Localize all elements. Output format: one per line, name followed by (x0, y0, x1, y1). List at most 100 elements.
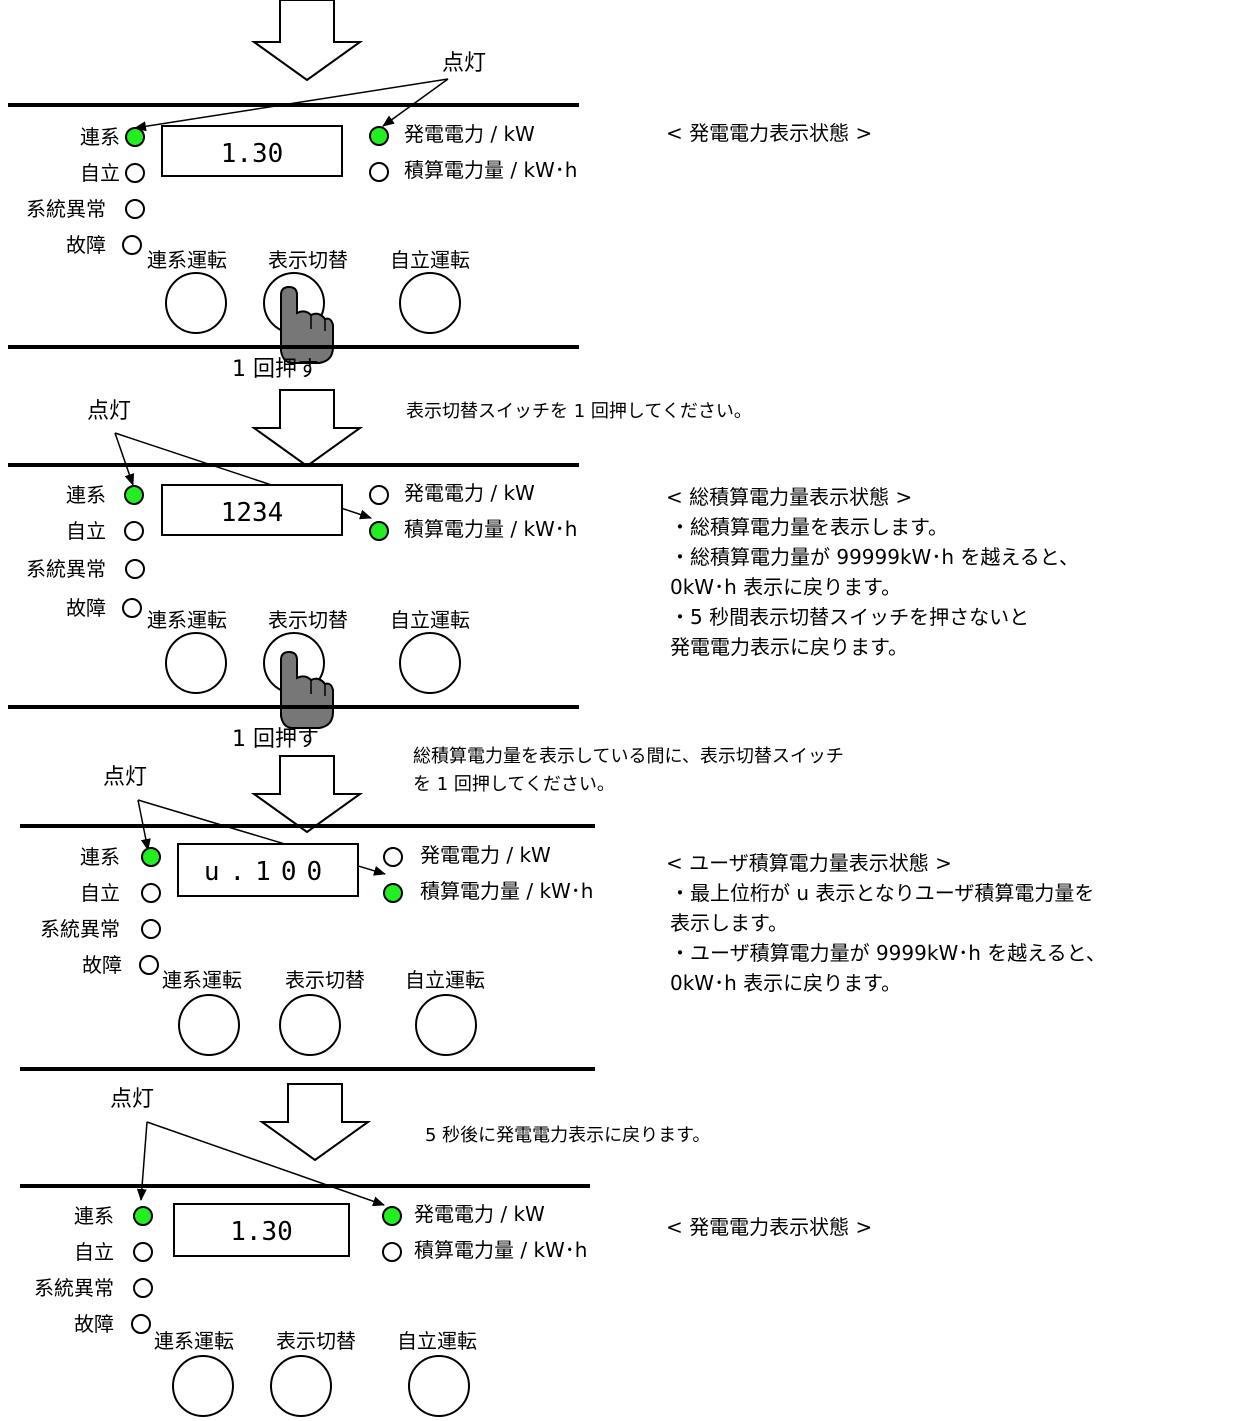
power-label: 発電電力 / kW (404, 481, 535, 505)
fault-label: 故障 (66, 596, 106, 620)
fault-led (122, 598, 142, 618)
lit-label: 点灯 (87, 399, 132, 424)
jiritsu-led (141, 883, 161, 903)
renkei-led (125, 127, 145, 147)
standalone-run-label: 自立運転 (390, 608, 470, 632)
instruction-3: 5 秒後に発電電力表示に戻ります。 (425, 1125, 711, 1146)
jiritsu-led (124, 521, 144, 541)
jiritsu-label: 自立 (80, 881, 120, 905)
display-switch-label: 表示切替 (268, 248, 348, 272)
state-note-1: < 発電電力表示状態 > (666, 121, 873, 145)
display-panel: u.100 (177, 843, 359, 897)
standalone-run-label: 自立運転 (405, 968, 485, 992)
power-label: 発電電力 / kW (414, 1202, 545, 1226)
lit-label: 点灯 (103, 765, 148, 790)
down-arrow-icon (250, 389, 364, 468)
power-led (382, 1206, 402, 1226)
renkei-label: 連系 (66, 483, 106, 507)
lit-label: 点灯 (110, 1087, 155, 1112)
panel-bottom-rule (8, 345, 579, 349)
standalone-run-button[interactable] (399, 272, 461, 334)
down-arrow-icon (250, 0, 364, 82)
power-label: 発電電力 / kW (420, 843, 551, 867)
instruction-1: 表示切替スイッチを 1 回押してください。 (406, 401, 752, 422)
fault-label: 故障 (82, 953, 122, 977)
fault-label: 故障 (74, 1312, 114, 1336)
grid-run-label: 連系運転 (154, 1329, 234, 1353)
grid-fault-led (133, 1278, 153, 1298)
finger-press-icon (280, 285, 334, 364)
fault-label: 故障 (66, 233, 106, 257)
panel-top-rule (20, 1184, 590, 1188)
display-switch-label: 表示切替 (276, 1329, 356, 1353)
grid-fault-label: 系統異常 (34, 1276, 114, 1300)
standalone-run-button[interactable] (415, 994, 477, 1056)
standalone-run-button[interactable] (408, 1355, 470, 1417)
grid-run-label: 連系運転 (147, 608, 227, 632)
display-panel: 1234 (161, 484, 343, 536)
energy-label: 積算電力量 / kW･h (404, 158, 578, 182)
jiritsu-label: 自立 (74, 1240, 114, 1264)
power-led (369, 126, 389, 146)
display-panel: 1.30 (173, 1203, 350, 1257)
jiritsu-led (125, 163, 145, 183)
grid-run-button[interactable] (165, 632, 227, 694)
state-note-2: < 総積算電力量表示状態 > ・総積算電力量を表示します。 ・総積算電力量が 9… (666, 485, 1079, 659)
panel-top-rule (8, 103, 579, 107)
display-switch-button[interactable] (270, 1355, 332, 1417)
energy-label: 積算電力量 / kW･h (404, 517, 578, 541)
power-label: 発電電力 / kW (404, 122, 535, 146)
state-note-4: < 発電電力表示状態 > (666, 1215, 873, 1239)
energy-led (369, 521, 389, 541)
state-note-3: < ユーザ積算電力量表示状態 > ・最上位桁が u 表示となりユーザ積算電力量を… (666, 851, 1106, 995)
standalone-run-label: 自立運転 (397, 1329, 477, 1353)
grid-run-button[interactable] (172, 1355, 234, 1417)
standalone-run-button[interactable] (399, 632, 461, 694)
display-switch-label: 表示切替 (268, 608, 348, 632)
fault-led (122, 235, 142, 255)
down-arrow-icon (258, 1083, 372, 1162)
push-once-label: 1 回押す (232, 727, 319, 752)
renkei-label: 連系 (74, 1204, 114, 1228)
power-led (369, 485, 389, 505)
renkei-label: 連系 (80, 845, 120, 869)
renkei-label: 連系 (80, 125, 120, 149)
display-switch-label: 表示切替 (285, 968, 365, 992)
grid-fault-label: 系統異常 (40, 917, 120, 941)
renkei-led (133, 1206, 153, 1226)
grid-run-label: 連系運転 (162, 968, 242, 992)
jiritsu-label: 自立 (66, 519, 106, 543)
down-arrow-icon (250, 755, 364, 834)
finger-press-icon (280, 650, 334, 729)
renkei-led (124, 485, 144, 505)
panel-top-rule (20, 824, 595, 828)
energy-label: 積算電力量 / kW･h (420, 879, 594, 903)
grid-run-button[interactable] (165, 272, 227, 334)
lit-label: 点灯 (442, 51, 487, 76)
grid-fault-label: 系統異常 (26, 557, 106, 581)
fault-led (131, 1314, 151, 1334)
grid-fault-led (141, 919, 161, 939)
panel-bottom-rule (8, 705, 579, 709)
grid-fault-led (125, 559, 145, 579)
renkei-led (141, 847, 161, 867)
panel-top-rule (8, 463, 579, 467)
energy-led (369, 162, 389, 182)
display-panel: 1.30 (161, 125, 343, 177)
grid-run-button[interactable] (178, 994, 240, 1056)
power-led (383, 847, 403, 867)
jiritsu-led (133, 1242, 153, 1262)
energy-label: 積算電力量 / kW･h (414, 1238, 588, 1262)
energy-led (382, 1242, 402, 1262)
panel-bottom-rule (20, 1067, 595, 1071)
grid-fault-label: 系統異常 (26, 197, 106, 221)
grid-fault-led (125, 199, 145, 219)
jiritsu-label: 自立 (80, 161, 120, 185)
instruction-2: 総積算電力量を表示している間に、表示切替スイッチ を 1 回押してください。 (413, 746, 844, 795)
grid-run-label: 連系運転 (147, 248, 227, 272)
push-once-label: 1 回押す (232, 357, 319, 382)
energy-led (383, 883, 403, 903)
fault-led (139, 955, 159, 975)
standalone-run-label: 自立運転 (390, 248, 470, 272)
display-switch-button[interactable] (279, 994, 341, 1056)
